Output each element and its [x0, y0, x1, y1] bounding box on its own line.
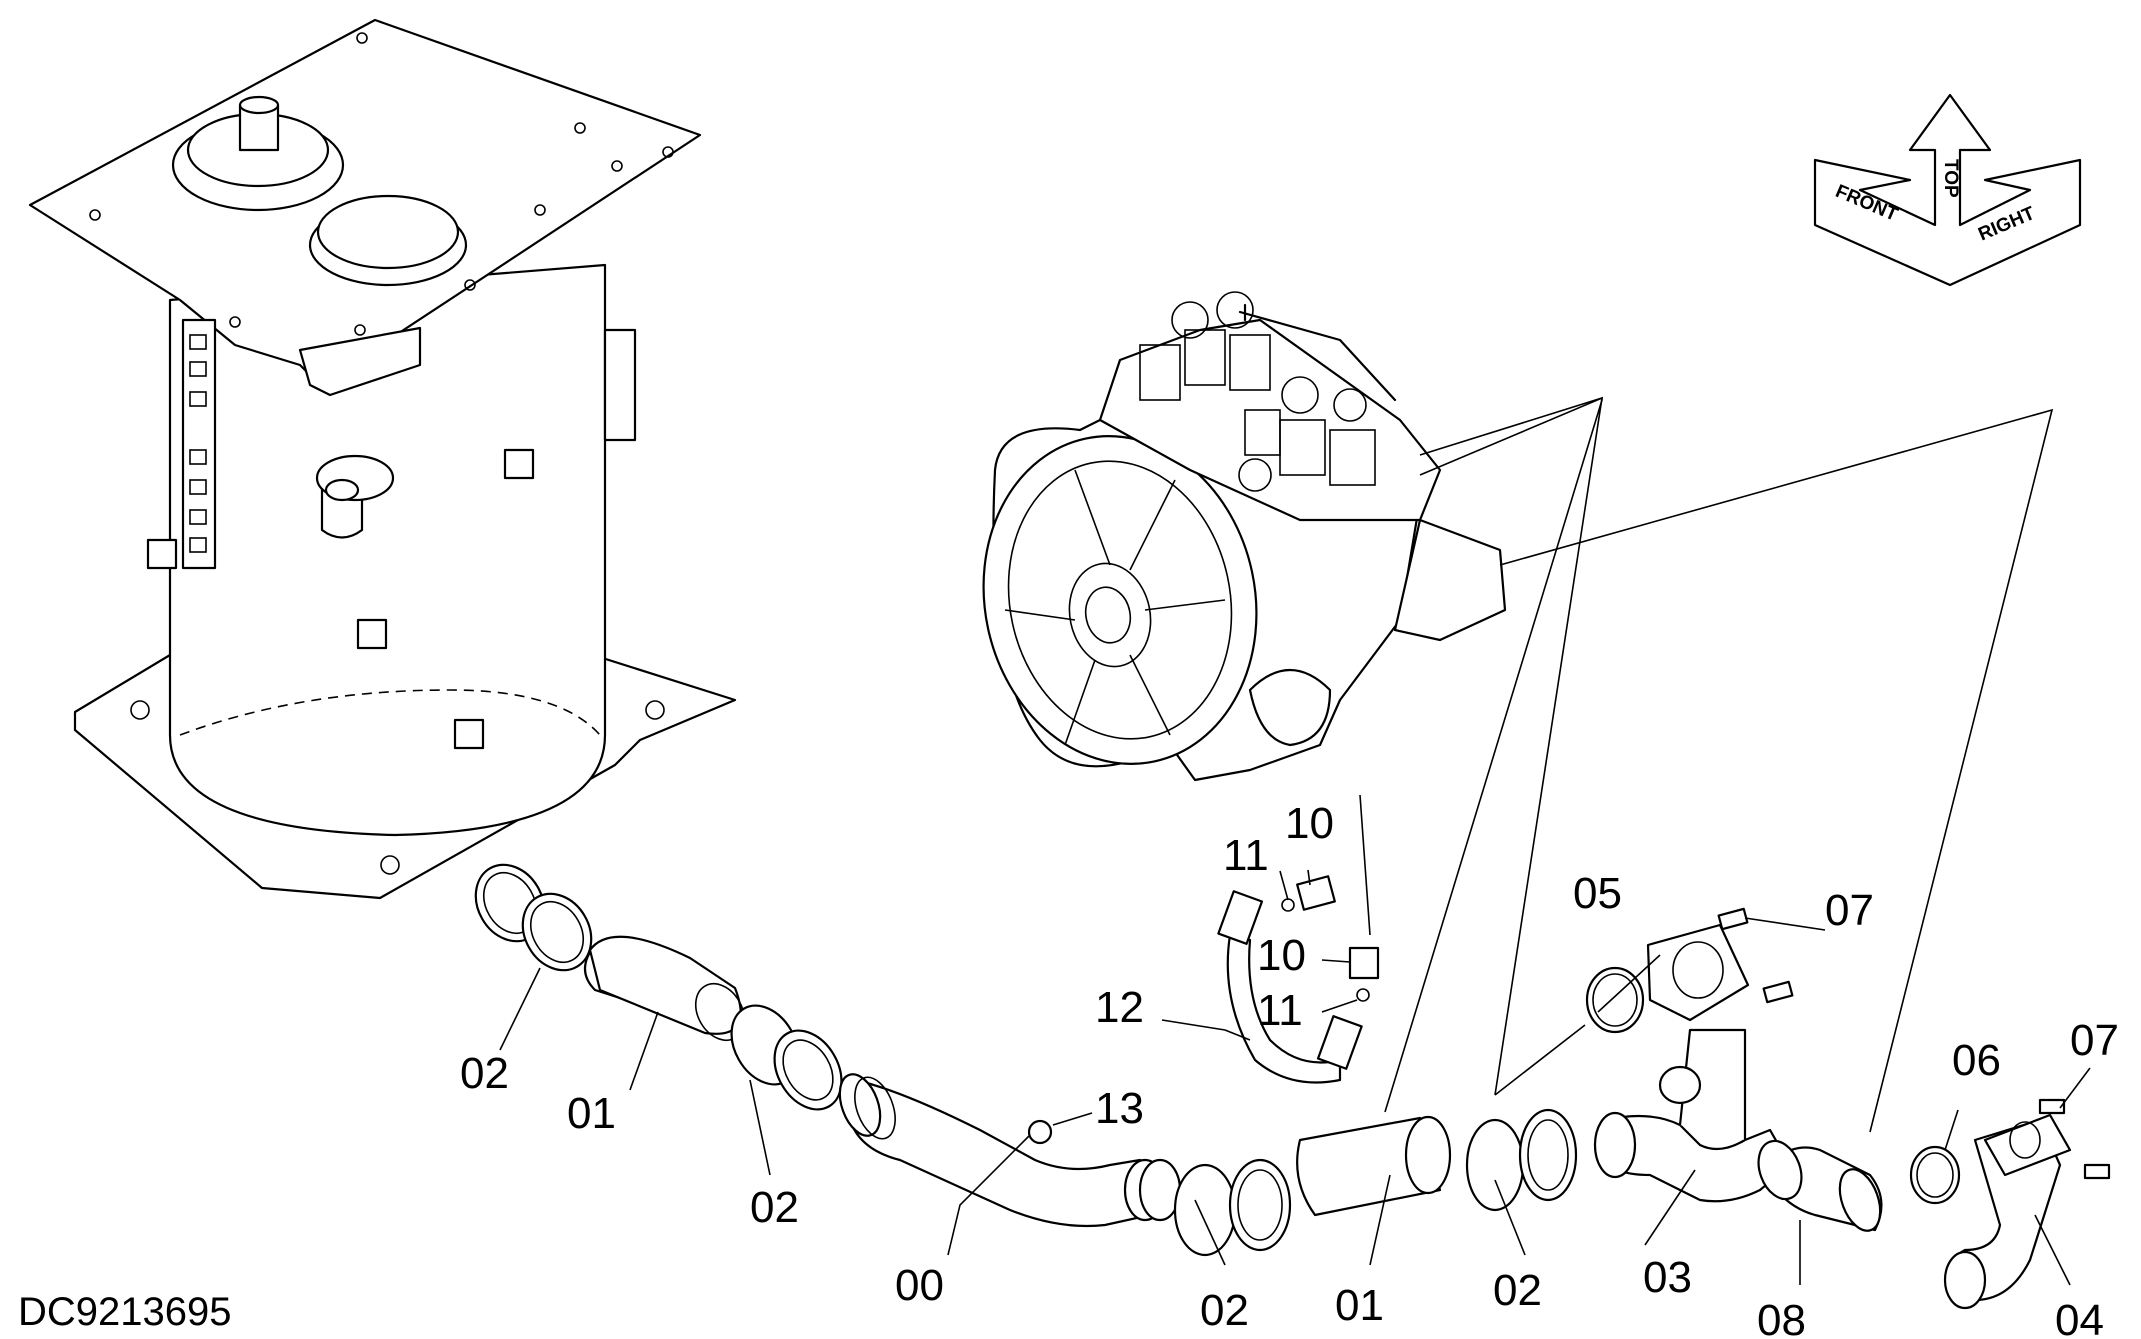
- callout-10-a: 10: [1285, 799, 1334, 848]
- callout-07-b: 07: [2070, 1016, 2119, 1065]
- direction-top-label: TOP: [1940, 159, 1961, 198]
- callout-08: 08: [1757, 1296, 1806, 1339]
- callout-01-a: 01: [567, 1089, 616, 1138]
- callout-02-a: 02: [460, 1049, 509, 1098]
- callout-02-c: 02: [1200, 1286, 1249, 1335]
- callout-05: 05: [1573, 869, 1622, 918]
- callout-11-b: 11: [1257, 986, 1303, 1035]
- callout-04: 04: [2055, 1296, 2104, 1339]
- callout-00: 00: [895, 1261, 944, 1310]
- drawing-reference: DC9213695: [18, 1290, 232, 1334]
- suction-line: [474, 863, 2111, 1310]
- callout-01-b: 01: [1335, 1281, 1384, 1330]
- callout-11-a: 11: [1223, 831, 1269, 880]
- callout-02-b: 02: [750, 1183, 799, 1232]
- callout-07-a: 07: [1825, 886, 1874, 935]
- callout-02-d: 02: [1493, 1266, 1542, 1315]
- callout-10-b: 10: [1257, 931, 1306, 980]
- direction-indicator: FRONT RIGHT TOP: [1813, 93, 2082, 287]
- callout-labels: 02 01 02 00 13 02 01 02 03 08 04 05 06 0…: [460, 799, 2119, 1339]
- callout-13: 13: [1095, 1084, 1144, 1133]
- callout-12: 12: [1095, 983, 1144, 1032]
- connection-leaders: [1359, 396, 2054, 1133]
- callout-03: 03: [1643, 1253, 1692, 1302]
- hydraulic-pump: [982, 291, 1507, 782]
- drain-hose: [1217, 875, 1380, 1084]
- callout-06: 06: [1952, 1036, 2001, 1085]
- hydraulic-tank: [28, 18, 737, 900]
- callout-leaders: [499, 869, 2091, 1286]
